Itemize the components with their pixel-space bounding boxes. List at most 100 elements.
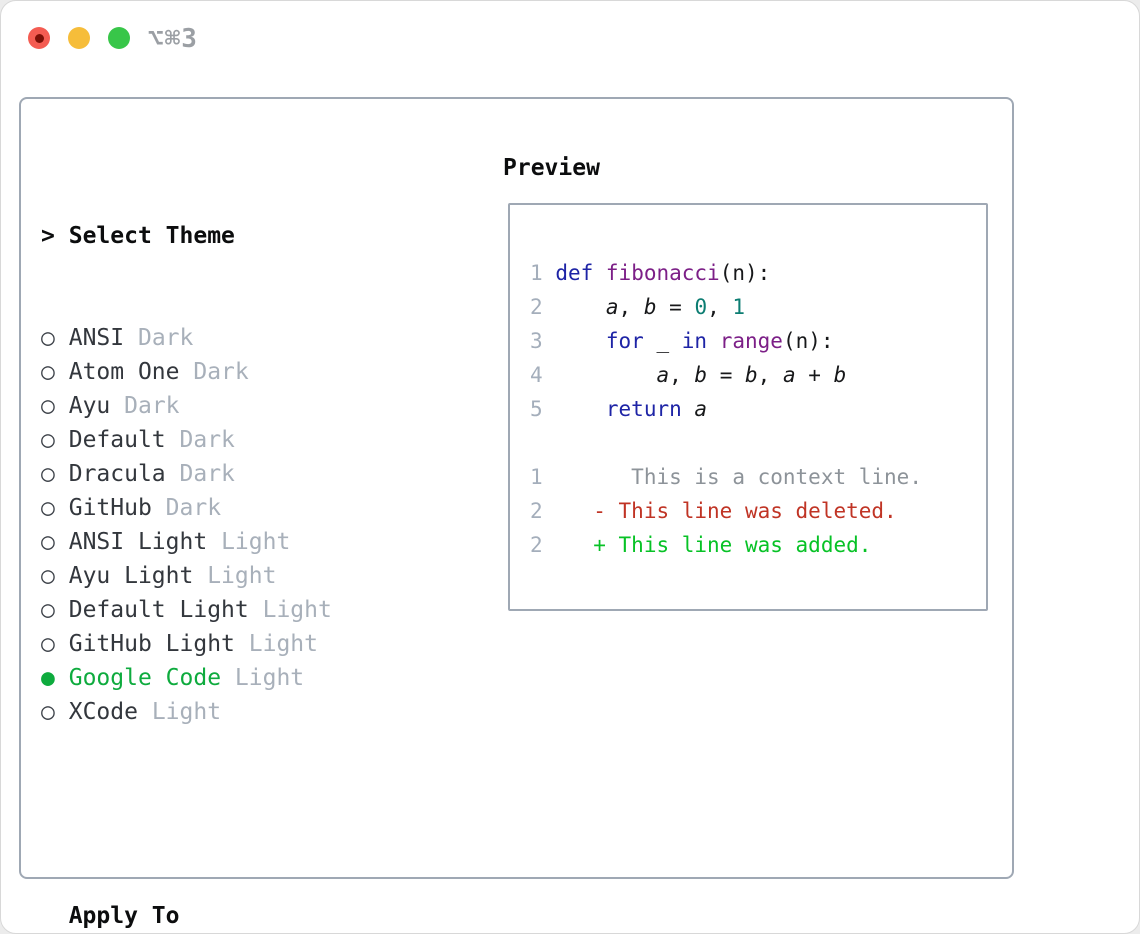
theme-name: Ayu Light xyxy=(68,563,194,589)
code-line: 1 def fibonacci(n): xyxy=(530,256,922,290)
code-segment: This is a context line. xyxy=(555,465,922,489)
line-number: 3 xyxy=(530,329,543,353)
code-segment: = xyxy=(707,363,746,387)
theme-option-default-light[interactable]: ○ Default Light Light xyxy=(41,593,429,627)
code-segment: def xyxy=(555,261,594,285)
radio-icon: ○ xyxy=(41,699,55,725)
radio-icon: ○ xyxy=(41,529,55,555)
code-segment: range xyxy=(719,329,783,353)
code-segment: a xyxy=(694,397,708,421)
theme-option-xcode[interactable]: ○ XCode Light xyxy=(41,695,429,729)
radio-icon: ○ xyxy=(41,359,55,385)
radio-icon: ○ xyxy=(41,597,55,623)
theme-option-dracula[interactable]: ○ Dracula Dark xyxy=(41,457,429,491)
theme-variant-tag: Light xyxy=(151,699,222,725)
line-number: 2 xyxy=(530,533,543,557)
radio-icon: ○ xyxy=(41,427,55,453)
theme-list: ○ ANSI Dark○ Atom One Dark○ Ayu Dark○ De… xyxy=(41,321,429,729)
code-segment: return xyxy=(605,397,682,421)
radio-icon: ○ xyxy=(41,325,55,351)
theme-name: XCode xyxy=(68,699,138,725)
code-segment: b xyxy=(694,363,708,387)
radio-icon: ○ xyxy=(41,631,55,657)
code-segment: fibonacci xyxy=(605,261,720,285)
apply-to-header: Apply To xyxy=(41,899,429,933)
diff-line: 1 This is a context line. xyxy=(530,460,922,494)
unsaved-indicator-dot xyxy=(34,33,44,43)
code-segment: = xyxy=(656,295,695,319)
theme-name: ANSI Light xyxy=(68,529,208,555)
theme-option-ayu-light[interactable]: ○ Ayu Light Light xyxy=(41,559,429,593)
code-segment xyxy=(707,329,720,353)
code-segment xyxy=(593,261,606,285)
theme-name: Dracula xyxy=(68,461,166,487)
code-segment: in xyxy=(681,329,708,353)
theme-variant-tag: Light xyxy=(234,665,305,691)
code-segment: a xyxy=(605,295,619,319)
theme-variant-tag: Dark xyxy=(179,427,235,453)
theme-name: Default Light xyxy=(68,597,249,623)
code-line: 4 a, b = b, a + b xyxy=(530,358,922,392)
theme-variant-tag: Light xyxy=(207,563,277,589)
theme-name: GitHub Light xyxy=(68,631,235,657)
code-segment: , xyxy=(669,363,695,387)
code-segment: (n): xyxy=(782,329,834,353)
line-number: 4 xyxy=(530,363,543,387)
select-theme-title: Select Theme xyxy=(68,223,235,249)
code-segment: + xyxy=(795,363,834,387)
zoom-button[interactable] xyxy=(108,27,130,49)
code-segment: 0 xyxy=(694,295,708,319)
code-line: 5 return a xyxy=(530,392,922,426)
select-theme-header: > Select Theme xyxy=(41,219,429,253)
theme-variant-tag: Light xyxy=(221,529,291,555)
theme-option-ansi-light[interactable]: ○ ANSI Light Light xyxy=(41,525,429,559)
blank-line xyxy=(530,426,922,460)
theme-variant-tag: Light xyxy=(262,597,332,623)
close-button[interactable] xyxy=(28,27,50,49)
theme-option-ansi[interactable]: ○ ANSI Dark xyxy=(41,321,429,355)
minimize-button[interactable] xyxy=(68,27,90,49)
line-number: 1 xyxy=(530,261,543,285)
line-number: 2 xyxy=(530,499,543,523)
theme-variant-tag: Dark xyxy=(165,495,222,521)
code-segment: , xyxy=(618,295,644,319)
code-segment: 1 xyxy=(732,295,746,319)
radio-icon: ○ xyxy=(41,563,55,589)
theme-option-atom-one[interactable]: ○ Atom One Dark xyxy=(41,355,429,389)
theme-dialog: > Select Theme ○ ANSI Dark○ Atom One Dar… xyxy=(19,97,1014,929)
apply-to-title: Apply To xyxy=(68,903,180,929)
radio-icon: ○ xyxy=(41,393,55,419)
spacer xyxy=(41,797,429,831)
code-segment: b xyxy=(833,363,847,387)
theme-option-ayu[interactable]: ○ Ayu Dark xyxy=(41,389,429,423)
code-segment: a xyxy=(656,363,670,387)
code-segment: , xyxy=(707,295,733,319)
theme-name: ANSI xyxy=(68,325,125,351)
code-segment: b xyxy=(745,363,758,387)
code-segment: - This line was deleted. xyxy=(555,499,897,523)
radio-icon: ○ xyxy=(41,461,55,487)
code-segment xyxy=(682,397,695,421)
focus-caret-icon: > xyxy=(41,223,55,249)
theme-option-default[interactable]: ○ Default Dark xyxy=(41,423,429,457)
code-segment: a xyxy=(782,363,796,387)
code-segment xyxy=(555,397,606,421)
theme-option-google-code[interactable]: ● Google Code Light xyxy=(41,661,429,695)
code-segment: b xyxy=(643,295,657,319)
theme-name: Atom One xyxy=(68,359,180,385)
theme-variant-tag: Light xyxy=(248,631,318,657)
theme-option-github-light[interactable]: ○ GitHub Light Light xyxy=(41,627,429,661)
theme-name: Ayu xyxy=(68,393,111,419)
preview-header: Preview xyxy=(503,155,600,181)
theme-option-github[interactable]: ○ GitHub Dark xyxy=(41,491,429,525)
line-number: 2 xyxy=(530,295,543,319)
code-segment xyxy=(555,329,606,353)
theme-name: Default xyxy=(68,427,166,453)
code-line: 2 a, b = 0, 1 xyxy=(530,290,922,324)
code-segment: , xyxy=(757,363,783,387)
line-number: 5 xyxy=(530,397,543,421)
code-segment xyxy=(555,363,656,387)
